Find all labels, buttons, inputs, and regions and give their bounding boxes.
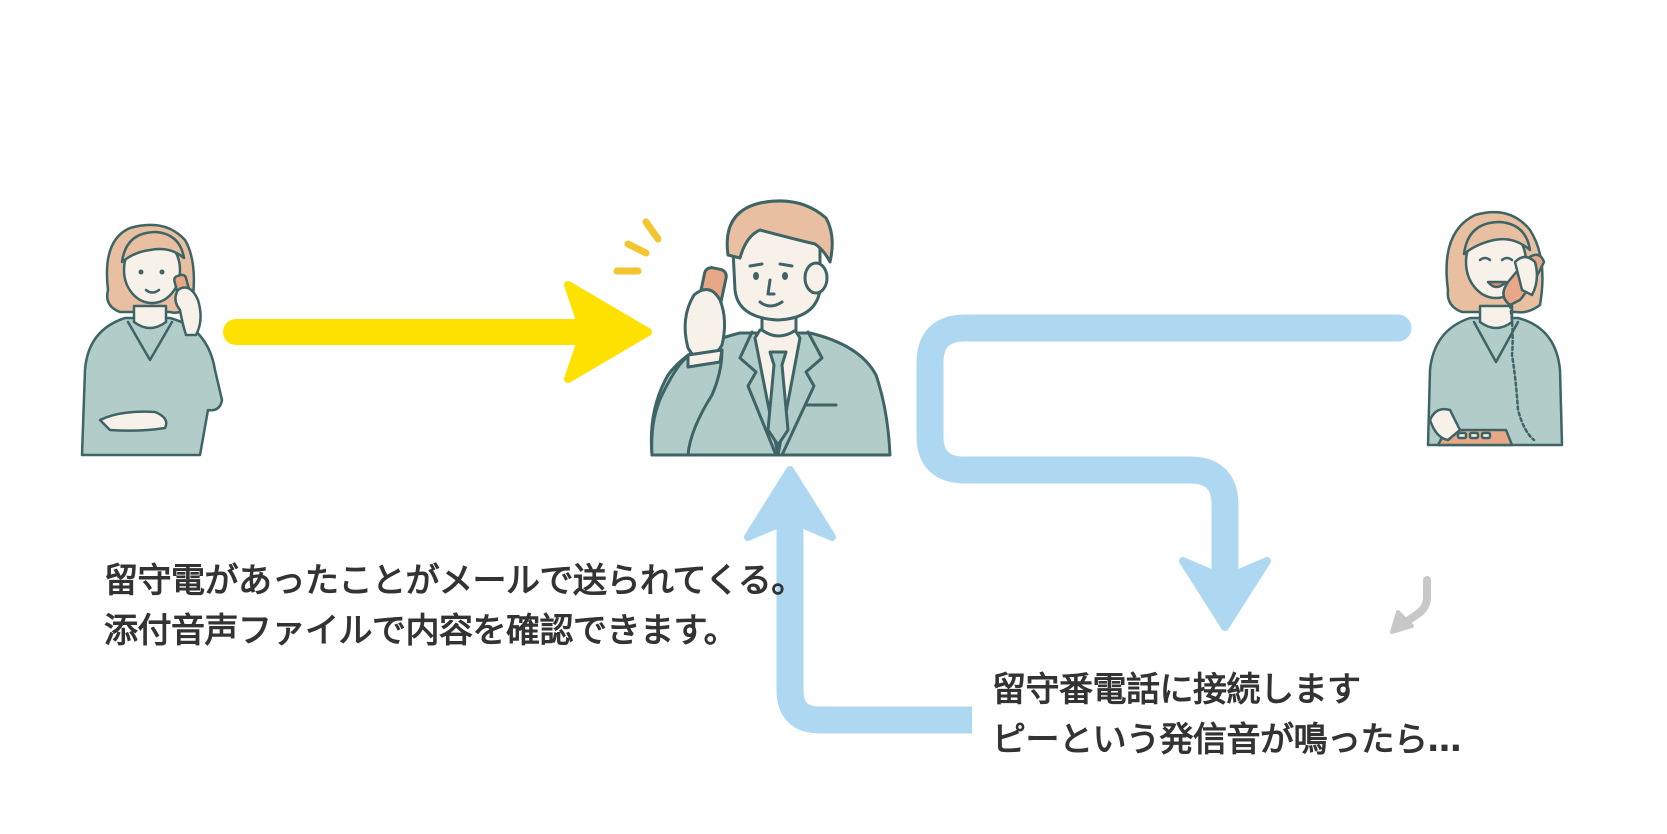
voicemail-prompt-caption: 留守番電話に接続します ピーという発信音が鳴ったら… <box>992 665 1462 765</box>
email-notice-caption: 留守電があったことがメールで送られてくる。 添付音声ファイルで内容を確認できます… <box>104 556 805 656</box>
voicemail-prompt-line-1: 留守番電話に接続します <box>992 670 1361 710</box>
voicemail-prompt-line-2: ピーという発信音が鳴ったら… <box>992 720 1462 760</box>
ringing-lines-icon <box>613 218 662 275</box>
email-notice-line-2: 添付音声ファイルで内容を確認できます。 <box>104 611 738 651</box>
yellow-arrow <box>223 281 652 383</box>
woman-on-landline-phone-icon <box>1426 210 1564 447</box>
blue-arrow-to-center <box>744 466 972 734</box>
blue-arrow-to-voicemail <box>916 314 1412 631</box>
woman-on-smartphone-icon <box>80 223 224 457</box>
businessman-on-smartphone-icon <box>649 199 892 457</box>
email-notice-line-1: 留守電があったことがメールで送られてくる。 <box>104 561 805 601</box>
small-gray-arrow-icon <box>1390 576 1431 634</box>
